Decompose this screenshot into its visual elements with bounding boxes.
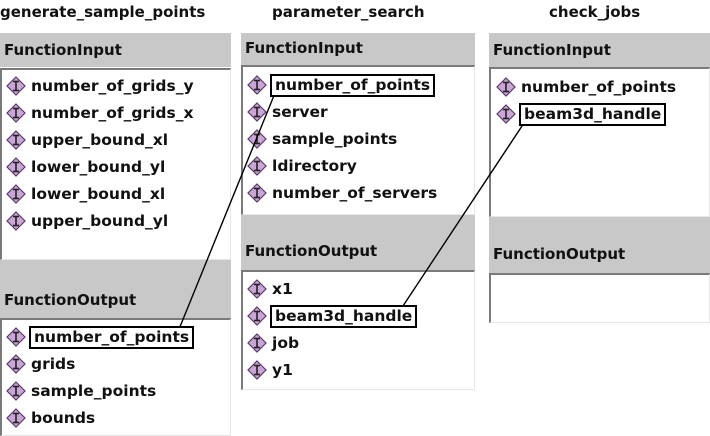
output-param-number-of-points[interactable]: number_of_points	[6, 324, 195, 350]
function-input-header: FunctionInput	[241, 33, 475, 65]
input-param-number-of-points[interactable]: number_of_points	[496, 74, 678, 100]
param-label: ldirectory	[272, 157, 357, 175]
param-label: y1	[272, 361, 293, 379]
param-label: upper_bound_xl	[31, 131, 169, 149]
param-label: lower_bound_xl	[31, 185, 166, 203]
parameter-diamond-icon	[6, 103, 26, 123]
param-label: sample_points	[272, 130, 398, 148]
param-label: job	[272, 334, 300, 352]
input-param-upper-bound-yl[interactable]: upper_bound_yl	[6, 208, 170, 234]
parameter-diamond-icon	[6, 76, 26, 96]
parameter-diamond-icon	[6, 408, 26, 428]
input-param-lower-bound-xl[interactable]: lower_bound_xl	[6, 181, 167, 207]
param-label: number_of_points	[270, 73, 436, 97]
output-param-sample-points[interactable]: sample_points	[6, 378, 158, 404]
param-label: lower_bound_yl	[31, 158, 166, 176]
parameter-diamond-icon	[247, 333, 267, 353]
parameter-diamond-icon	[6, 157, 26, 177]
function-output-header: FunctionOutput	[241, 215, 475, 270]
output-param-grids[interactable]: grids	[6, 351, 77, 377]
param-label: server	[272, 103, 328, 121]
input-param-lower-bound-yl[interactable]: lower_bound_yl	[6, 154, 167, 180]
param-label: beam3d_handle	[519, 102, 667, 126]
parameter-diamond-icon	[6, 381, 26, 401]
function-output-header: FunctionOutput	[0, 260, 231, 318]
parameter-diamond-icon	[247, 279, 267, 299]
input-param-sample-points[interactable]: sample_points	[247, 126, 399, 152]
panel-title-generate-sample-points: generate_sample_points	[0, 3, 206, 21]
input-param-server[interactable]: server	[247, 99, 330, 125]
input-param-beam3d-handle[interactable]: beam3d_handle	[496, 101, 667, 127]
output-param-x1[interactable]: x1	[247, 276, 295, 302]
param-label: grids	[31, 355, 76, 373]
function-input-header: FunctionInput	[489, 33, 710, 67]
function-output-header: FunctionOutput	[489, 217, 710, 273]
input-param-number-of-servers[interactable]: number_of_servers	[247, 180, 439, 206]
parameter-diamond-icon	[247, 102, 267, 122]
function-input-header: FunctionInput	[0, 33, 231, 67]
panel-title-parameter-search: parameter_search	[272, 3, 425, 21]
parameter-diamond-icon	[496, 104, 516, 124]
parameter-diamond-icon	[247, 129, 267, 149]
input-param-number-of-points[interactable]: number_of_points	[247, 72, 436, 98]
parameter-diamond-icon	[247, 156, 267, 176]
output-param-bounds[interactable]: bounds	[6, 405, 97, 431]
param-label: number_of_grids_x	[31, 104, 194, 122]
function-output-list	[489, 273, 710, 323]
input-param-number-of-grids-y[interactable]: number_of_grids_y	[6, 73, 196, 99]
param-label: x1	[272, 280, 293, 298]
parameter-diamond-icon	[247, 306, 267, 326]
input-param-ldirectory[interactable]: ldirectory	[247, 153, 359, 179]
param-label: beam3d_handle	[270, 304, 418, 328]
param-label: number_of_grids_y	[31, 77, 194, 95]
param-label: number_of_points	[521, 78, 677, 96]
param-label: bounds	[31, 409, 96, 427]
parameter-diamond-icon	[247, 360, 267, 380]
parameter-diamond-icon	[6, 130, 26, 150]
input-param-upper-bound-xl[interactable]: upper_bound_xl	[6, 127, 170, 153]
parameter-diamond-icon	[6, 184, 26, 204]
param-label: upper_bound_yl	[31, 212, 169, 230]
parameter-diamond-icon	[247, 183, 267, 203]
parameter-diamond-icon	[247, 75, 267, 95]
parameter-diamond-icon	[496, 77, 516, 97]
param-label: sample_points	[31, 382, 157, 400]
output-param-beam3d-handle[interactable]: beam3d_handle	[247, 303, 418, 329]
input-param-number-of-grids-x[interactable]: number_of_grids_x	[6, 100, 196, 126]
parameter-diamond-icon	[6, 354, 26, 374]
param-label: number_of_servers	[272, 184, 438, 202]
param-label: number_of_points	[29, 325, 195, 349]
parameter-diamond-icon	[6, 327, 26, 347]
panel-title-check-jobs: check_jobs	[549, 3, 641, 21]
parameter-diamond-icon	[6, 211, 26, 231]
output-param-y1[interactable]: y1	[247, 357, 295, 383]
output-param-job[interactable]: job	[247, 330, 301, 356]
